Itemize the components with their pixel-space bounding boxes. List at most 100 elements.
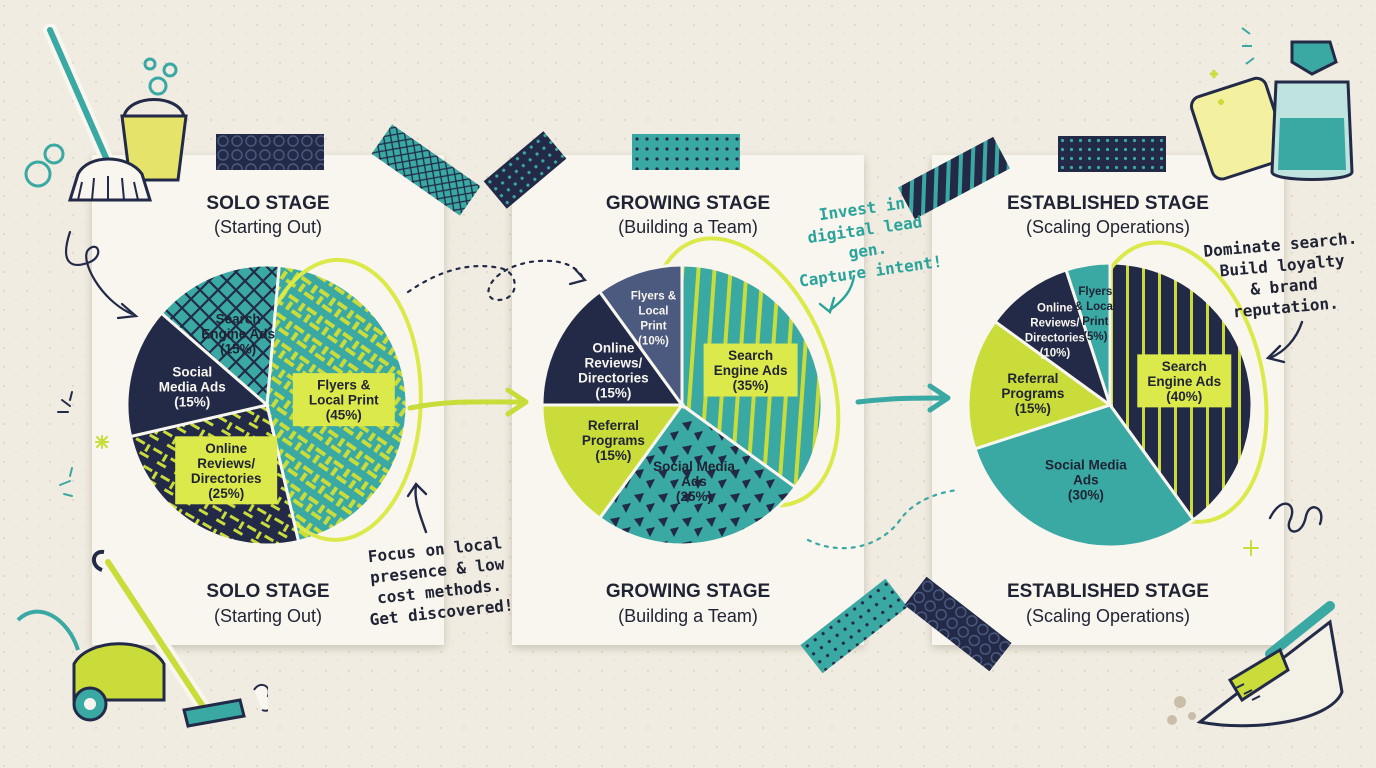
washi-tape <box>632 134 740 170</box>
stage-title-bottom: ESTABLISHED STAGE <box>1007 581 1209 602</box>
slice-label-line: (5%) <box>1083 331 1107 343</box>
slice-label-line: Print <box>1082 316 1108 328</box>
solo-stage-note: Focus on local presence & low cost metho… <box>362 532 514 631</box>
washi-tape <box>216 134 324 170</box>
spray-bottle-sponge-icon <box>1189 27 1354 181</box>
slice-label-line: Engine Ads <box>1147 374 1221 389</box>
slice-label-line: (15%) <box>1015 401 1051 416</box>
stage-subtitle: (Starting Out) <box>213 217 323 237</box>
label-highlight <box>175 436 278 505</box>
label-highlight <box>1137 354 1232 408</box>
slice-label-line: Flyers <box>1078 286 1112 298</box>
label-highlight <box>292 373 395 427</box>
slice-label-line: Online <box>205 441 247 456</box>
slice-label-line: Reviews/ <box>1030 318 1080 330</box>
slice-label: Flyers &Local Print(45%) <box>292 373 395 427</box>
slice-label-line: (25%) <box>676 489 712 504</box>
slice-label-line: Flyers & <box>317 378 371 393</box>
slice-label-line: Reviews/ <box>197 456 255 471</box>
slice-label-line: Directories <box>1025 333 1085 345</box>
slice-label-line: (40%) <box>1166 389 1202 404</box>
pie-slice <box>540 403 685 521</box>
slice-label-line: (15%) <box>220 342 256 357</box>
slice-label-line: Media Ads <box>159 379 226 394</box>
slice-label-line: Local <box>638 306 668 318</box>
stage-subtitle: (Building a Team) <box>618 217 758 237</box>
washi-tape <box>800 578 908 674</box>
washi-tape <box>904 576 1012 672</box>
slice-label-line: Reviews/ <box>584 356 642 371</box>
pie-slice <box>973 403 1196 549</box>
stage-subtitle-bottom: (Building a Team) <box>618 606 758 626</box>
stage-subtitle-bottom: (Scaling Operations) <box>1025 606 1191 626</box>
stage-title: GROWING STAGE <box>605 193 771 214</box>
washi-tape <box>897 136 1011 220</box>
slice-label-line: Online <box>1037 303 1073 315</box>
slice-label-line: Social Media <box>653 459 735 474</box>
slice-label-line: Directories <box>191 471 262 486</box>
slice-label-line: (15%) <box>595 448 631 463</box>
slice-label-line: Referral <box>1007 371 1058 386</box>
slice-label-line: Social <box>172 364 212 379</box>
slice-label-line: (10%) <box>1040 348 1071 360</box>
slice-label-line: Online <box>592 341 634 356</box>
solo-stage-panel: SOLO STAGE (Starting Out) Flyers &Local … <box>92 155 444 645</box>
slice-label-line: (15%) <box>174 394 210 409</box>
slice-label-line: Local Print <box>309 393 379 408</box>
slice-label-line: Search <box>728 348 773 363</box>
established-stage-note: Dominate search. Build loyalty & brand r… <box>1203 227 1364 324</box>
pie-slice <box>159 263 281 409</box>
slice-label-line: Flyers & <box>631 291 676 303</box>
slice-label-line: Search <box>1162 359 1207 374</box>
slice-label-line: (30%) <box>1068 487 1104 502</box>
solo-pie-chart: Flyers &Local Print(45%) OnlineReviews/Di… <box>125 257 423 547</box>
stage-title: SOLO STAGE <box>206 193 330 214</box>
pie-slice <box>125 311 271 439</box>
slice-label-line: Programs <box>1001 386 1064 401</box>
established-stage-panel: ESTABLISHED STAGE (Scaling Operations) S… <box>932 155 1284 645</box>
slice-label-line: Programs <box>582 433 645 448</box>
label-highlight <box>703 343 798 397</box>
slice-label-line: Print <box>640 321 666 333</box>
stage-title-bottom: SOLO STAGE <box>206 581 330 602</box>
slice-label-line: Ads <box>1073 472 1099 487</box>
pie-slice <box>1064 261 1112 406</box>
slice-label-line: Ads <box>681 474 707 489</box>
pie-slice <box>540 289 685 407</box>
slice-label-line: Engine Ads <box>714 363 788 378</box>
slice-label-line: Social Media <box>1045 457 1127 472</box>
stage-subtitle: (Scaling Operations) <box>1025 217 1191 237</box>
washi-tape <box>371 124 481 216</box>
pie-slice <box>597 263 684 410</box>
stage-title: ESTABLISHED STAGE <box>1007 193 1209 214</box>
slice-label-line: (10%) <box>638 336 669 348</box>
slice-label-line: Search <box>216 312 261 327</box>
pie-slice <box>597 402 798 547</box>
slice-label-line: & Local <box>1075 301 1117 313</box>
pie-slice <box>993 268 1113 409</box>
slice-label-line: (15%) <box>595 386 631 401</box>
slice-label-line: Engine Ads <box>201 327 275 342</box>
vacuum-cleaner-icon <box>16 549 268 728</box>
pie-slice <box>966 319 1114 451</box>
slice-label-line: (35%) <box>733 378 769 393</box>
slice-label-line: (25%) <box>208 486 244 501</box>
stage-title-bottom: GROWING STAGE <box>605 581 771 602</box>
slice-label-line: Referral <box>588 418 639 433</box>
